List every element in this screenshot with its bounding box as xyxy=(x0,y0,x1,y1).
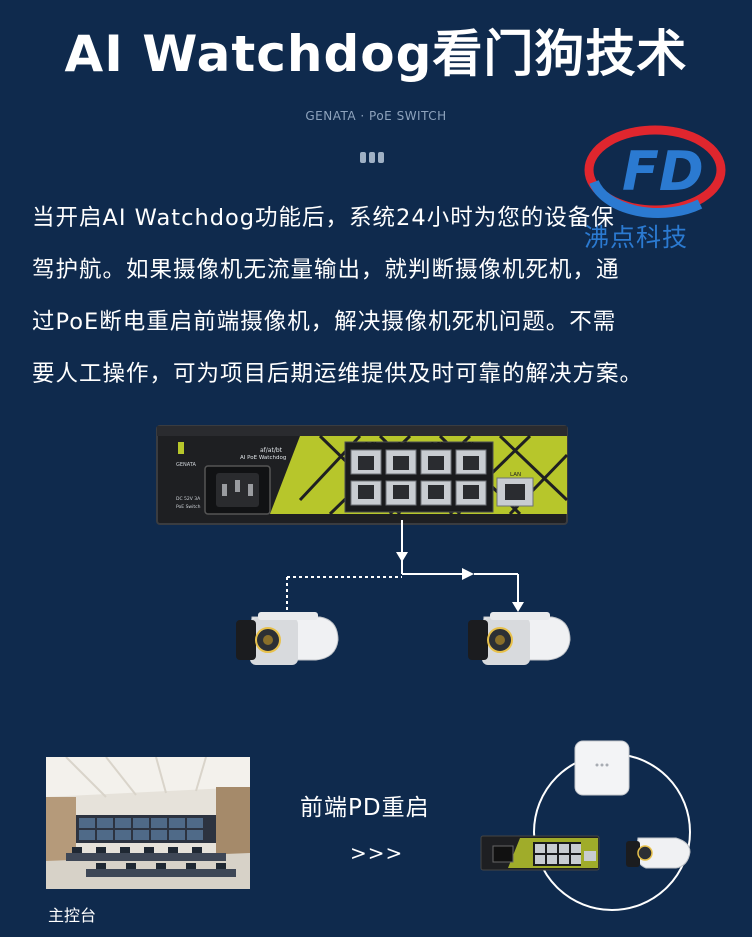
access-point-icon xyxy=(574,740,630,796)
description-line: 过PoE断电重启前端摄像机，解决摄像机死机问题。不需 xyxy=(32,309,617,335)
mini-camera-icon xyxy=(626,837,691,869)
camera-2-icon xyxy=(468,612,571,665)
page-title: AI Watchdog看门狗技术 xyxy=(64,25,688,83)
description-line: 驾护航。如果摄像机无流量输出，就判断摄像机死机，通 xyxy=(32,257,620,283)
fd-logo-icon: FD xyxy=(584,125,726,218)
logo-letters: FD xyxy=(622,140,704,203)
port-label: PoE8 xyxy=(462,442,474,448)
arrows-label: >>> xyxy=(350,841,404,865)
watermark-text: 沸点科技 xyxy=(584,223,689,252)
port-label: PoE2 xyxy=(365,442,377,448)
port-label: PoE6 xyxy=(431,442,443,448)
lan-label: LAN xyxy=(510,472,521,478)
description-line: 要人工操作，可为项目后期运维提供及时可靠的解决方案。 xyxy=(32,361,644,387)
page-subtitle: GENATA · PoE SWITCH xyxy=(305,109,447,123)
device-model-line2: AI PoE Watchdog xyxy=(240,455,286,461)
camera-1-icon xyxy=(236,612,339,665)
pagination-dots xyxy=(360,152,384,163)
description-paragraph: 当开启AI Watchdog功能后，系统24小时为您的设备保 驾护航。如果摄像机… xyxy=(32,192,732,400)
control-room-image xyxy=(46,757,250,889)
mini-switch-icon xyxy=(480,835,600,871)
device-model-line1: af/at/bt xyxy=(260,447,283,454)
device-type: PoE Switch xyxy=(176,504,201,510)
connection-lines xyxy=(286,520,519,612)
switch-camera-diagram: GENATA af/at/bt AI PoE Watchdog DC 52V 3… xyxy=(156,425,571,665)
restart-cycle-diagram xyxy=(480,740,691,911)
control-room-label: 主控台 xyxy=(48,906,97,925)
device-brand: GENATA xyxy=(176,462,196,468)
pd-restart-label: 前端PD重启 xyxy=(300,795,430,821)
description-line: 当开启AI Watchdog功能后，系统24小时为您的设备保 xyxy=(32,205,615,231)
port-label: PoE4 xyxy=(398,442,410,448)
device-power-spec: DC 52V 3A xyxy=(176,496,201,502)
poe-switch-image: GENATA af/at/bt AI PoE Watchdog DC 52V 3… xyxy=(156,425,569,525)
